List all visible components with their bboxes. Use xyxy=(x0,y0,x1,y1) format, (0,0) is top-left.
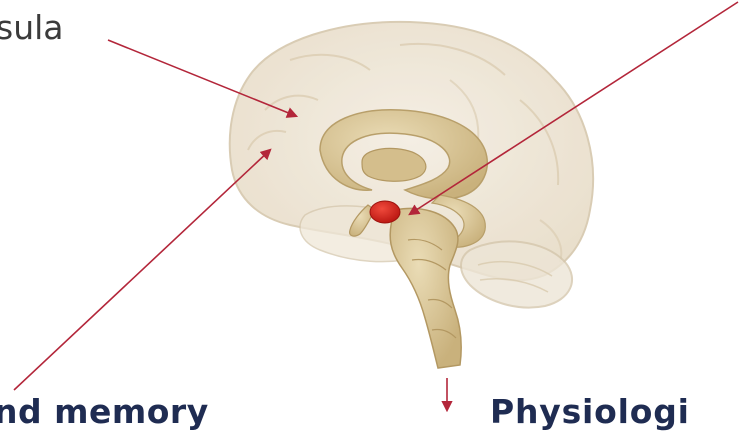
label-physiology: Physiologi xyxy=(490,392,690,431)
amygdala xyxy=(370,201,400,223)
label-memory: nd memory xyxy=(0,392,209,431)
arrow-memory xyxy=(14,150,270,390)
brainstem xyxy=(390,208,461,368)
label-insula: sula xyxy=(0,8,64,47)
